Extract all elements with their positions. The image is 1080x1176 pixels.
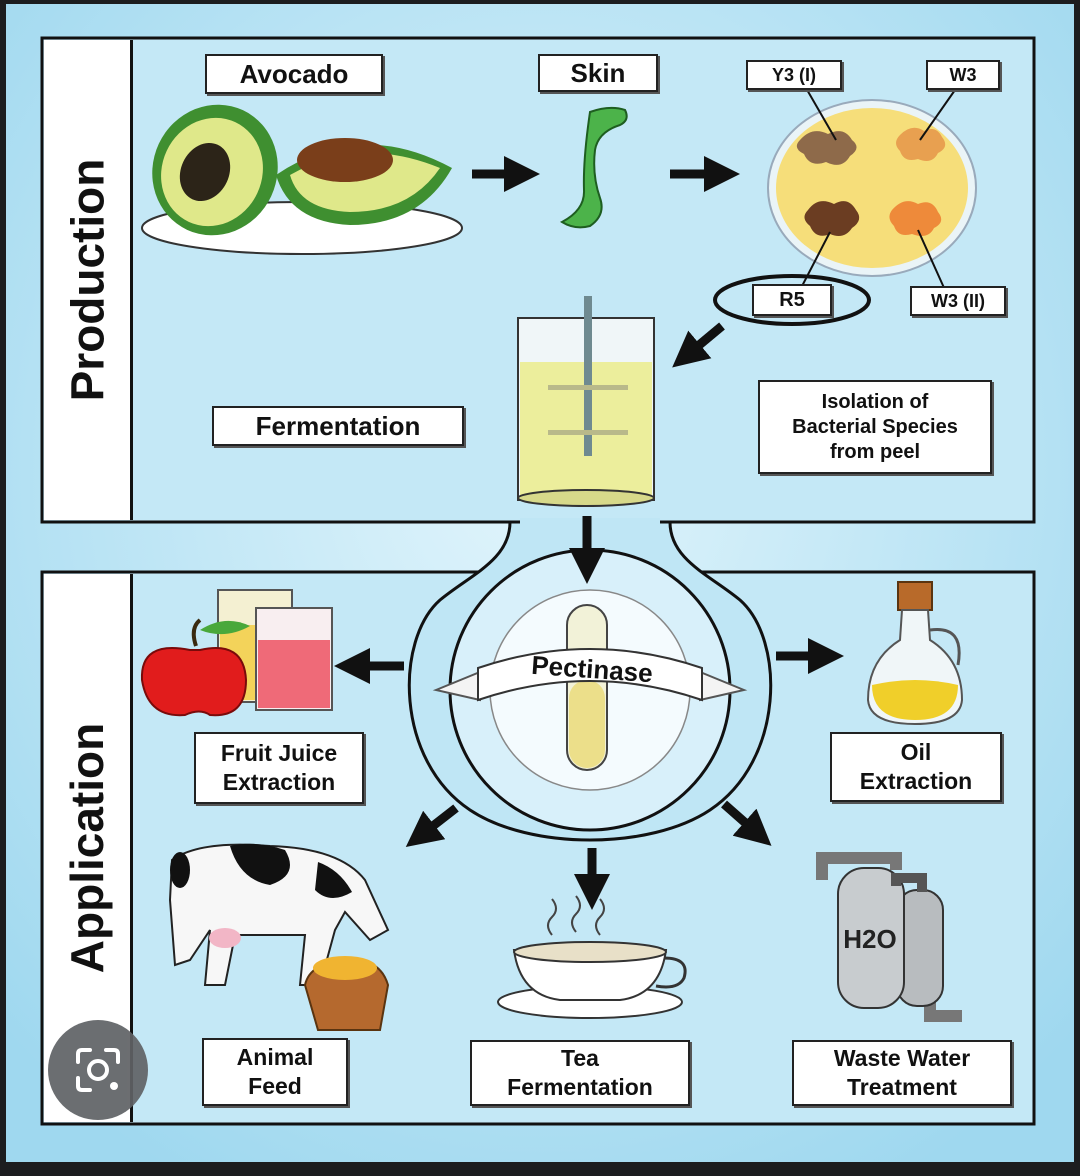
h2o-label: H2O (843, 924, 896, 954)
oil-line-2: Extraction (859, 768, 973, 794)
animal-feed-line-1: Animal (236, 1044, 314, 1071)
strain-w3-ii-text: W3 (II) (931, 290, 985, 311)
pectinase-ribbon (477, 648, 703, 702)
fermentation-beaker (517, 296, 655, 507)
skin-label: Skin (538, 54, 658, 92)
production-title: Production (61, 158, 114, 402)
fermentation-label-text: Fermentation (255, 410, 421, 441)
oil-extraction-label: Oil Extraction (830, 732, 1002, 802)
arrow-isolation-to-beaker (672, 322, 725, 368)
oil-bottle-illustration (866, 581, 964, 726)
fruit-juice-illustration (140, 589, 333, 717)
flow-arrows (334, 156, 844, 910)
tea-fermentation-line-2: Fermentation (507, 1074, 653, 1100)
animal-feed-line-2: Feed (248, 1073, 302, 1099)
strain-y3-i-label: Y3 (I) (746, 60, 842, 90)
strain-w3-ii-label: W3 (II) (910, 286, 1006, 316)
avocado-illustration (141, 104, 463, 255)
arrow-to-waste-water (721, 800, 772, 846)
avocado-label: Avocado (205, 54, 383, 94)
tea-fermentation-line-1: Tea (561, 1045, 599, 1072)
strain-r5-label: R5 (752, 284, 832, 316)
fruit-juice-line-2: Extraction (222, 769, 336, 795)
waste-water-line-1: Waste Water (833, 1045, 971, 1072)
strain-w3-label: W3 (926, 60, 1000, 90)
tea-cup-illustration (497, 895, 687, 1019)
animal-feed-label: Animal Feed (202, 1038, 348, 1106)
camera-search-icon (76, 1048, 120, 1092)
tea-fermentation-label: Tea Fermentation (470, 1040, 690, 1106)
fruit-juice-line-1: Fruit Juice (220, 740, 338, 767)
oil-line-1: Oil (900, 739, 932, 766)
skin-peel-illustration (559, 106, 628, 229)
test-tube-liquid (569, 680, 605, 768)
lens-search-button[interactable] (48, 1020, 148, 1120)
strain-w3-text: W3 (949, 64, 977, 85)
waste-water-line-2: Treatment (847, 1074, 957, 1100)
arrow-to-animal-feed (405, 804, 459, 848)
petri-dish-illustration (713, 87, 977, 326)
isolation-line-1: Isolation of (821, 390, 929, 413)
isolation-label: Isolation of Bacterial Species from peel (758, 380, 992, 474)
fermentation-label: Fermentation (212, 406, 464, 446)
isolation-line-3: from peel (829, 440, 921, 463)
skin-label-text: Skin (570, 57, 626, 88)
strain-y3-i-text: Y3 (I) (771, 64, 816, 85)
waste-water-tanks-illustration (816, 852, 962, 1022)
cow-illustration (168, 843, 390, 1031)
waste-water-treatment-label: Waste Water Treatment (792, 1040, 1012, 1106)
avocado-label-text: Avocado (239, 58, 349, 89)
production-section-label: Production (44, 40, 133, 520)
isolation-line-2: Bacterial Species (792, 415, 958, 438)
application-title: Application (61, 722, 114, 974)
fruit-juice-extraction-label: Fruit Juice Extraction (194, 732, 364, 804)
strain-r5-text: R5 (779, 288, 805, 311)
